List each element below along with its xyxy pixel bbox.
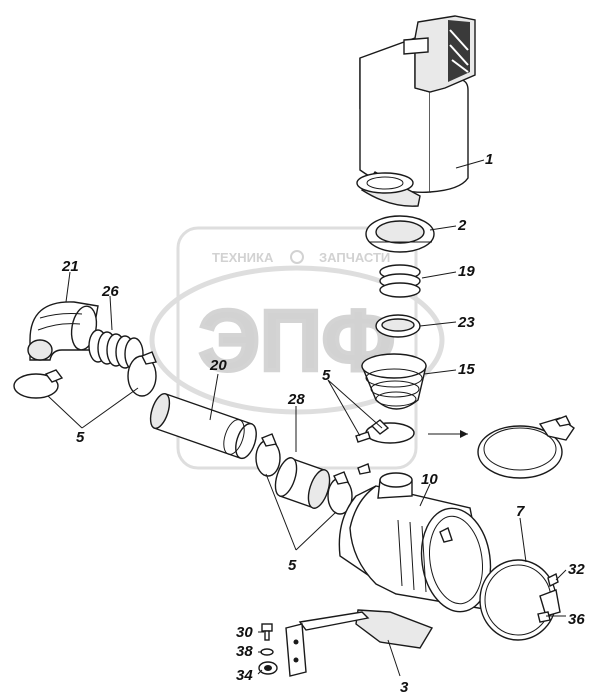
callout-7: 7 <box>516 503 525 520</box>
callout-28: 28 <box>287 391 305 408</box>
part-1-intake-pipe <box>356 15 476 207</box>
callout-labels: 1 2 19 23 15 21 26 20 28 5 5 5 10 7 32 3… <box>61 151 585 696</box>
callout-26: 26 <box>101 283 119 300</box>
fastener-32 <box>547 572 559 588</box>
arrow-indicator <box>428 430 468 438</box>
callout-38: 38 <box>236 643 253 660</box>
watermark-brand-right: ЗАПЧАСТИ <box>319 250 390 265</box>
callout-5-left: 5 <box>76 429 85 446</box>
part-19-spring <box>379 264 421 298</box>
watermark-brand-left: ТЕХНИКА <box>212 250 274 265</box>
callout-30: 30 <box>236 624 253 641</box>
callout-21: 21 <box>61 258 79 275</box>
watermark-logo: ЭПФ <box>199 293 395 389</box>
part-2-flange <box>365 215 435 253</box>
part-7-strap <box>479 559 561 641</box>
callout-20: 20 <box>209 357 227 374</box>
part-3-bracket <box>285 609 434 677</box>
callout-5-mid: 5 <box>322 367 331 384</box>
part-21-elbow <box>27 301 99 361</box>
clamp-enlarged <box>477 415 575 479</box>
fastener-36 <box>537 611 551 623</box>
callout-19: 19 <box>458 263 475 280</box>
callout-15: 15 <box>458 361 475 378</box>
clamp-5-upper <box>355 419 415 444</box>
callout-5-bottom: 5 <box>288 557 297 574</box>
leader-lines <box>47 159 567 677</box>
callout-32: 32 <box>568 561 585 578</box>
part-23-ring <box>375 314 421 338</box>
callout-10: 10 <box>421 471 438 488</box>
part-26-sleeve <box>88 329 144 371</box>
clamp-5-mid-a <box>255 433 281 477</box>
part-20-pipe <box>149 393 257 460</box>
part-15-boot <box>361 353 427 410</box>
callout-34: 34 <box>236 667 253 684</box>
callout-2: 2 <box>457 217 467 234</box>
watermark: ТЕХНИКА ЗАПЧАСТИ ЭПФ <box>149 226 445 470</box>
clamp-5-left-b <box>127 351 157 397</box>
clamp-5-left-a <box>13 369 64 399</box>
washer-38 <box>260 648 274 656</box>
clamp-5-mid-b <box>327 463 371 515</box>
gear-icon <box>290 250 304 264</box>
callout-1: 1 <box>485 151 493 168</box>
callout-23: 23 <box>457 314 475 331</box>
bolt-30 <box>261 623 273 641</box>
part-28-sleeve <box>274 457 331 509</box>
nut-34 <box>258 661 278 675</box>
callout-36: 36 <box>568 611 585 628</box>
part-10-air-filter <box>338 472 492 613</box>
callout-3: 3 <box>400 679 409 696</box>
